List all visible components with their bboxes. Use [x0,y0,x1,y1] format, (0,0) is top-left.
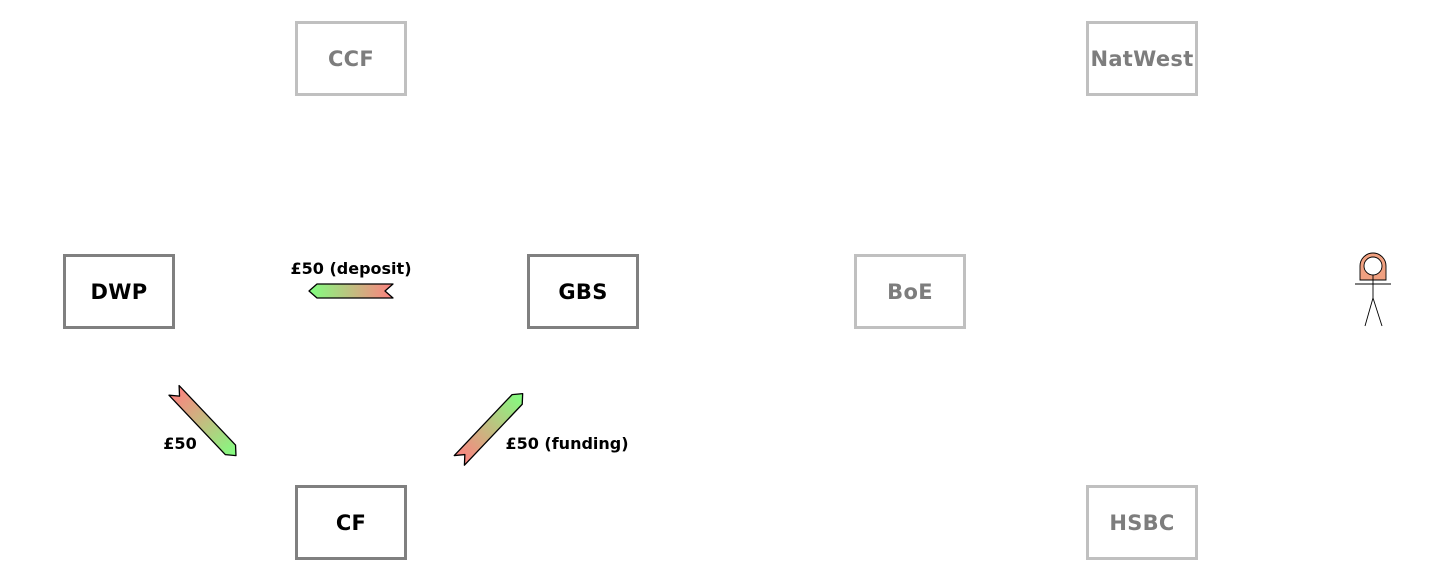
node-hsbc: HSBC [1086,485,1198,560]
flow-label-gbs-to-dwp: £50 (deposit) [291,259,412,278]
node-label: CCF [327,46,375,71]
node-label: DWP [90,279,148,304]
node-cf: CF [295,485,407,560]
node-label: HSBC [1109,510,1175,535]
node-ccf: CCF [295,21,407,96]
node-dwp: DWP [63,254,175,329]
flow-arrow-cf-to-dwp [168,384,237,457]
flow-arrow-gbs-to-dwp [308,283,394,299]
node-label: NatWest [1090,46,1194,71]
node-boe: BoE [854,254,966,329]
node-label: GBS [558,279,608,304]
node-natwest: NatWest [1086,21,1198,96]
flow-arrow-cf-to-gbs [453,392,524,466]
flow-label-cf-to-dwp: £50 [163,434,196,453]
person-icon [1355,252,1391,327]
flow-label-cf-to-gbs: £50 (funding) [505,434,628,453]
node-label: BoE [887,279,933,304]
node-gbs: GBS [527,254,639,329]
node-label: CF [335,510,367,535]
